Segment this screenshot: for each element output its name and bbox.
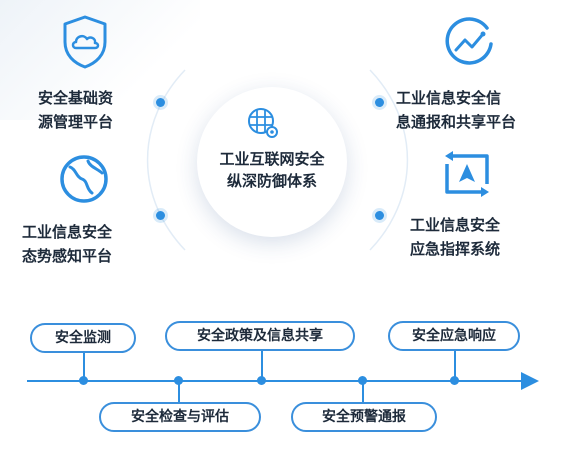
timeline-step-policy-sharing: 安全政策及信息共享 — [165, 321, 355, 351]
timeline-step-monitoring: 安全监测 — [30, 323, 136, 353]
timeline-connector — [454, 350, 456, 380]
platform-bottom-right-line1: 工业信息安全 — [410, 216, 501, 234]
timeline-connector — [261, 350, 263, 380]
timeline-connector — [83, 350, 85, 380]
timeline-axis — [27, 380, 523, 382]
orbit-arcs — [146, 69, 409, 251]
platform-bottom-left-label: 工业信息安全 态势感知平台 — [22, 220, 112, 268]
globe-icon — [60, 155, 108, 203]
center-circle — [197, 87, 347, 237]
platform-top-left-line2: 源管理平台 — [38, 113, 114, 131]
timeline-step-inspection: 安全检查与评估 — [99, 402, 261, 432]
platform-top-right-line1: 工业信息安全信 — [396, 89, 502, 107]
cloud-shield-icon — [63, 15, 107, 69]
platform-bottom-right-line2: 应急指挥系统 — [410, 240, 501, 258]
network-gear-icon — [248, 108, 278, 138]
center-title-line2: 纵深防御体系 — [226, 172, 317, 190]
platform-bottom-left-line1: 工业信息安全 — [22, 223, 113, 241]
timeline-arrow — [521, 372, 539, 390]
orbit-dot — [375, 211, 384, 220]
timeline-node — [79, 376, 88, 385]
command-arrow-icon — [445, 151, 489, 197]
platform-top-left-label: 安全基础资 源管理平台 — [38, 86, 113, 134]
center-title: 工业互联网安全 纵深防御体系 — [197, 148, 347, 192]
timeline-node — [257, 376, 266, 385]
timeline-node — [450, 376, 459, 385]
platform-bottom-right-label: 工业信息安全 应急指挥系统 — [410, 213, 500, 261]
platform-top-left-line1: 安全基础资 — [38, 89, 114, 107]
orbit-dot — [156, 211, 165, 220]
platform-top-right-label: 工业信息安全信 息通报和共享平台 — [396, 86, 516, 134]
orbit-dot — [156, 98, 165, 107]
platform-bottom-left-line2: 态势感知平台 — [22, 247, 113, 265]
timeline-step-early-warning: 安全预警通报 — [291, 402, 437, 432]
trend-chart-icon — [445, 17, 493, 65]
background-gradient — [0, 0, 200, 120]
timeline-node — [174, 376, 183, 385]
orbit-dot — [375, 98, 384, 107]
timeline-step-emergency-response: 安全应急响应 — [388, 321, 520, 351]
center-title-line1: 工业互联网安全 — [219, 150, 325, 168]
timeline-connector — [178, 381, 180, 403]
timeline-connector — [362, 381, 364, 403]
platform-top-right-line2: 息通报和共享平台 — [396, 113, 517, 131]
timeline-node — [358, 376, 367, 385]
